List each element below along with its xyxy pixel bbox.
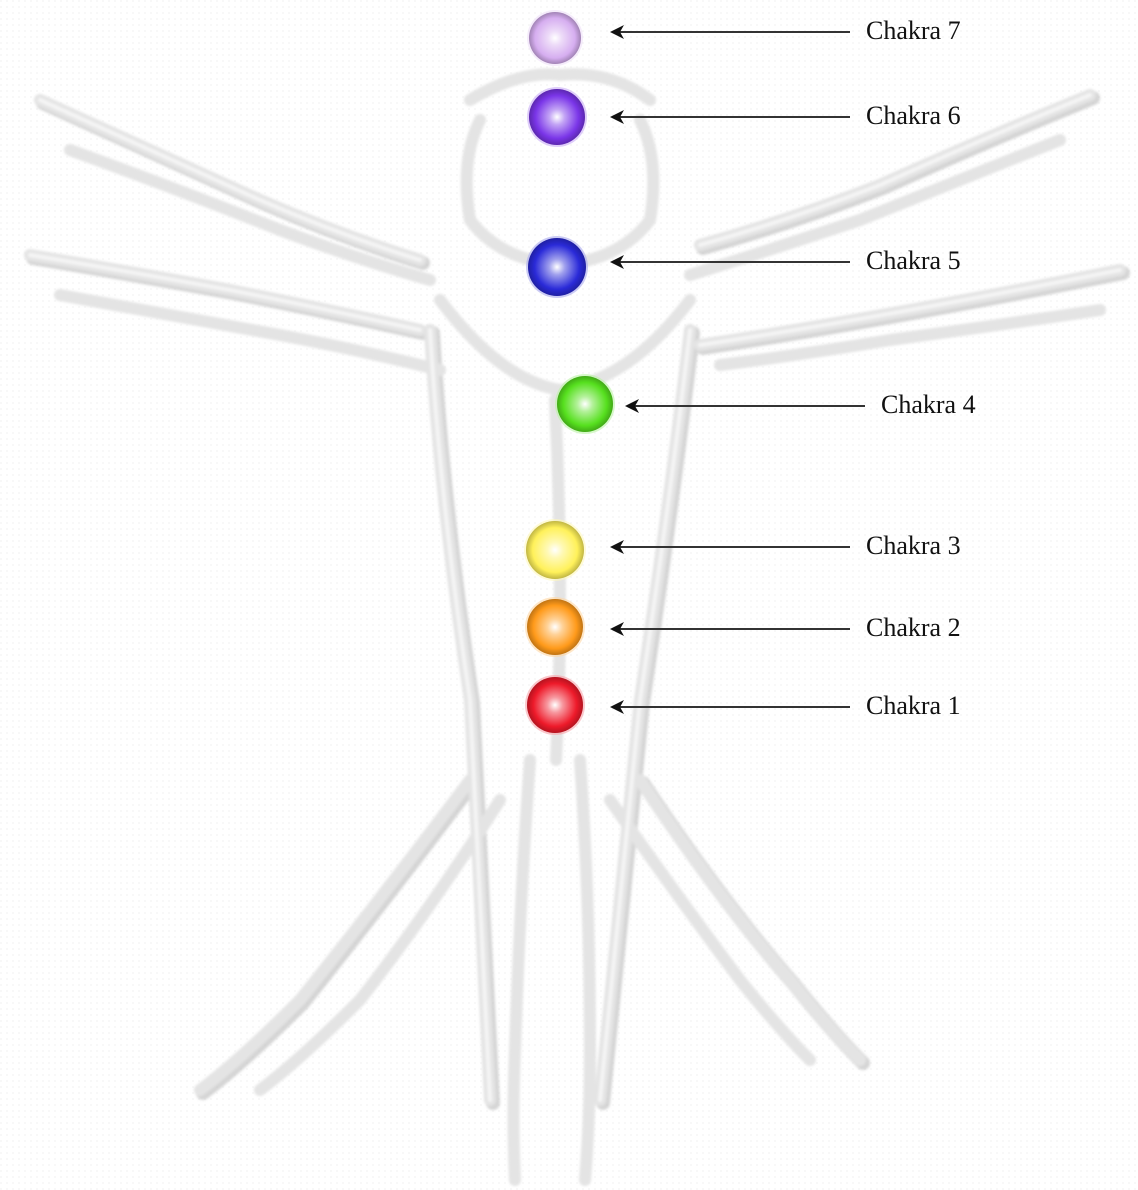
chakra-3-sphere <box>526 521 584 579</box>
chakra-1-label: Chakra 1 <box>866 693 961 719</box>
chakra-3-label: Chakra 3 <box>866 533 961 559</box>
chakra-1-sphere <box>527 677 583 733</box>
chakra-6-label: Chakra 6 <box>866 103 961 129</box>
chakra-6-sphere <box>529 89 585 145</box>
chakra-4-sphere <box>557 376 613 432</box>
chakra-2-label: Chakra 2 <box>866 615 961 641</box>
chakra-7-sphere <box>529 12 581 64</box>
chakra-4-label: Chakra 4 <box>881 392 976 418</box>
chakra-5-sphere <box>528 238 586 296</box>
chakra-7-label: Chakra 7 <box>866 18 961 44</box>
chakra-5-label: Chakra 5 <box>866 248 961 274</box>
chakra-2-sphere <box>527 599 583 655</box>
